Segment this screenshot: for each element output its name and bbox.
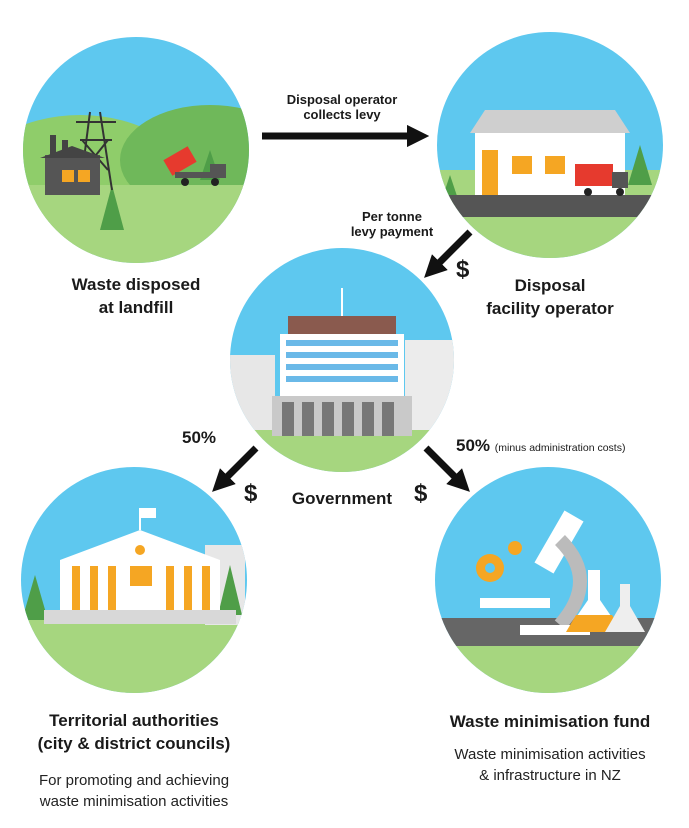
- operator-title-line1: Disposal: [514, 276, 586, 295]
- councils-dollar: $: [244, 480, 258, 507]
- councils-title-line1: Territorial authorities: [49, 711, 219, 730]
- levy-payment-label: Per tonne levy payment: [332, 209, 452, 239]
- fund-desc-line2: & infrastructure in NZ: [479, 767, 621, 784]
- fund-share-value: 50%: [456, 436, 491, 455]
- landfill-title: Waste disposed at landfill: [26, 273, 246, 319]
- landfill-title-line2: at landfill: [98, 298, 174, 317]
- fund-title: Waste minimisation fund: [449, 712, 651, 731]
- operator-title-line2: facility operator: [486, 299, 614, 318]
- government-title: Government: [291, 489, 393, 508]
- arrow-to-councils: [212, 445, 259, 492]
- government-illustration: [230, 248, 454, 472]
- landfill-title-line1: Waste disposed: [71, 275, 201, 294]
- councils-desc-line2: waste minimisation activities: [39, 793, 229, 810]
- levy-payment-dollar: $: [456, 256, 470, 283]
- operator-title: Disposal facility operator: [440, 274, 660, 320]
- councils-share: 50%: [182, 428, 217, 447]
- fund-share-note: (minus administration costs): [494, 442, 626, 454]
- levy-payment-line1: Per tonne: [362, 209, 422, 224]
- levy-payment-line2: levy payment: [350, 224, 434, 239]
- councils-description: For promoting and achieving waste minimi…: [14, 770, 254, 812]
- fund-share: 50% (minus administration costs): [456, 436, 625, 456]
- fund-description: Waste minimisation activities & infrastr…: [430, 744, 670, 786]
- councils-title: Territorial authorities (city & district…: [14, 709, 254, 755]
- science-equipment-illustration: [435, 467, 661, 693]
- councils-title-line2: (city & district councils): [37, 734, 231, 753]
- collect-levy-label: Disposal operator collects levy: [262, 92, 422, 122]
- councils-desc-line1: For promoting and achieving: [38, 772, 230, 789]
- arrow-to-fund: [423, 445, 470, 492]
- collect-levy-line1: Disposal operator: [286, 92, 398, 107]
- disposal-facility-illustration: [437, 32, 663, 258]
- fund-desc-line1: Waste minimisation activities: [454, 746, 646, 763]
- arrow-levy-payment: [424, 229, 473, 278]
- council-building-illustration: [21, 467, 247, 693]
- collect-levy-line2: collects levy: [303, 107, 381, 122]
- landfill-illustration: [23, 37, 249, 263]
- fund-dollar: $: [414, 480, 428, 507]
